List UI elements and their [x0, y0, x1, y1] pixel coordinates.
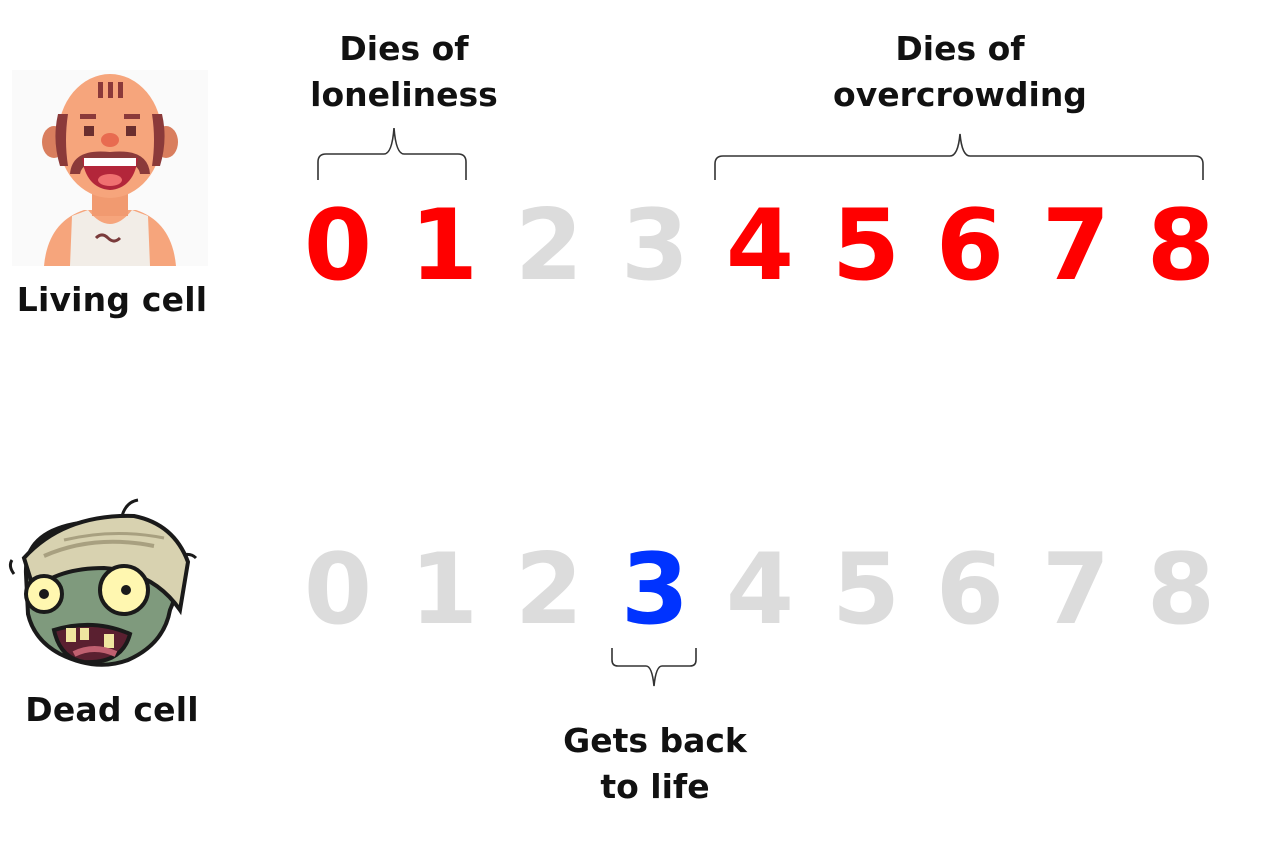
living-digit: 0	[303, 189, 373, 303]
living-digit: 1	[409, 189, 479, 303]
dead-digit: 4	[725, 533, 795, 647]
revive-annotation: Gets back to life	[540, 718, 770, 810]
living-digit: 4	[725, 189, 795, 303]
revive-line-2: to life	[600, 767, 710, 806]
living-digit: 7	[1041, 189, 1111, 303]
zombie-head-icon	[8, 498, 198, 667]
living-neighbor-count-row: 0 1 2 3 4 5 6 7 8	[0, 196, 1280, 296]
overcrowding-line-2: overcrowding	[833, 75, 1087, 114]
dead-digit: 8	[1146, 533, 1216, 647]
living-digit: 8	[1146, 189, 1216, 303]
overcrowding-brace	[714, 133, 1204, 180]
living-digit: 3	[620, 189, 690, 303]
dead-digit: 3	[620, 533, 690, 647]
living-digit: 6	[935, 189, 1005, 303]
dead-digit: 6	[935, 533, 1005, 647]
living-digit: 5	[831, 189, 901, 303]
dead-cell-label: Dead cell	[25, 690, 199, 729]
loneliness-line-2: loneliness	[310, 75, 498, 114]
dead-digit: 0	[303, 533, 373, 647]
bald-man-icon	[12, 70, 208, 266]
dead-neighbor-count-row: 0 1 2 3 4 5 6 7 8	[0, 540, 1280, 640]
dead-digit: 2	[514, 533, 584, 647]
overcrowding-line-1: Dies of	[895, 29, 1025, 68]
revive-brace	[611, 648, 697, 687]
living-digit: 2	[514, 189, 584, 303]
living-cell-label: Living cell	[16, 280, 208, 319]
dead-digit: 7	[1041, 533, 1111, 647]
loneliness-annotation: Dies of loneliness	[294, 26, 514, 118]
overcrowding-annotation: Dies of overcrowding	[800, 26, 1120, 118]
dead-digit: 5	[831, 533, 901, 647]
loneliness-line-1: Dies of	[339, 29, 469, 68]
revive-line-1: Gets back	[563, 721, 747, 760]
dead-digit: 1	[409, 533, 479, 647]
loneliness-brace	[317, 127, 467, 180]
